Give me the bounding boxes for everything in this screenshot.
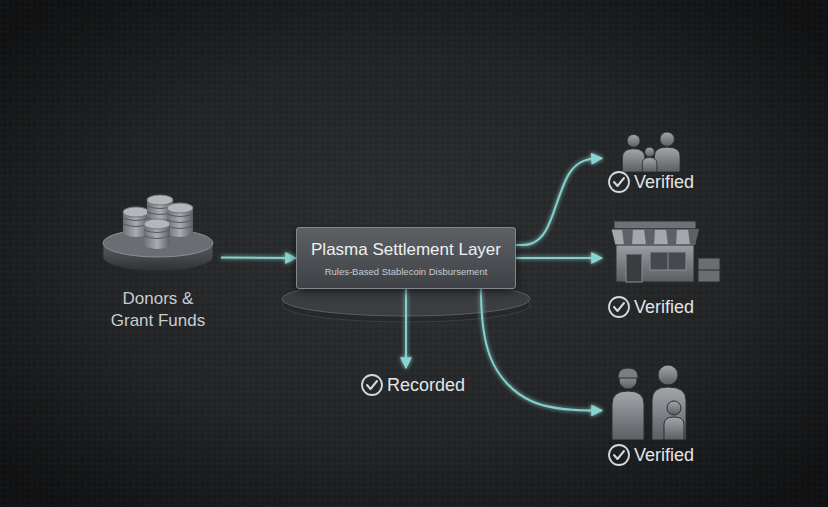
node-label: Plasma Settlement Layer bbox=[311, 239, 501, 260]
check-icon bbox=[609, 297, 629, 317]
store-icon bbox=[668, 252, 669, 270]
store-icon bbox=[650, 252, 686, 270]
coin-stack bbox=[144, 219, 170, 249]
status-badge: Verified bbox=[602, 355, 714, 466]
status-badge: Verified bbox=[602, 220, 722, 318]
coin-stack bbox=[167, 214, 193, 229]
check-icon bbox=[362, 375, 382, 395]
check-icon bbox=[609, 445, 629, 465]
coin-stack bbox=[123, 207, 149, 217]
status-badge: Recorded bbox=[355, 368, 475, 402]
coin-stack bbox=[167, 203, 193, 213]
connector-arrow bbox=[516, 158, 602, 245]
check-icon bbox=[614, 178, 624, 186]
connector-arrow bbox=[221, 257, 296, 260]
store-icon bbox=[644, 229, 655, 245]
connector-arrow bbox=[481, 289, 602, 411]
node-label: Verified bbox=[602, 444, 694, 466]
check-icon bbox=[609, 445, 629, 465]
check-icon bbox=[609, 172, 629, 192]
node-label: Donors & Grant Funds bbox=[103, 288, 213, 332]
store-icon bbox=[698, 270, 720, 271]
check-icon bbox=[614, 451, 624, 459]
store-icon bbox=[698, 258, 720, 282]
node-label: Recorded bbox=[355, 374, 465, 396]
coin-stack bbox=[167, 203, 193, 237]
status-badge: Verified bbox=[602, 135, 714, 193]
family-icon bbox=[622, 132, 680, 172]
family-icon bbox=[612, 365, 686, 440]
store-icon bbox=[611, 221, 720, 282]
store-icon bbox=[666, 229, 677, 245]
store-icon bbox=[622, 229, 633, 245]
check-icon bbox=[362, 375, 382, 395]
store-icon bbox=[616, 240, 694, 282]
node-label: Verified bbox=[602, 296, 694, 318]
check-icon bbox=[614, 303, 624, 311]
coin-stack bbox=[144, 239, 170, 249]
coin-stack bbox=[144, 219, 170, 229]
node-subtitle: Rules-Based Stablecoin Disbursement bbox=[325, 266, 488, 278]
connector-arrow bbox=[516, 257, 602, 259]
source-node: Donors & Grant Funds bbox=[95, 190, 221, 340]
check-icon bbox=[609, 172, 629, 192]
process-box: Plasma Settlement LayerRules-Based Stabl… bbox=[296, 227, 516, 289]
coin-stack bbox=[144, 230, 170, 239]
store-icon bbox=[626, 254, 642, 282]
node-label: Verified bbox=[602, 171, 694, 193]
check-icon bbox=[367, 381, 377, 389]
store-icon bbox=[688, 229, 699, 245]
connector-arrow bbox=[405, 289, 407, 368]
coin-stack bbox=[147, 195, 173, 205]
store-icon bbox=[614, 221, 696, 229]
check-icon bbox=[609, 297, 629, 317]
store-icon bbox=[611, 229, 699, 245]
